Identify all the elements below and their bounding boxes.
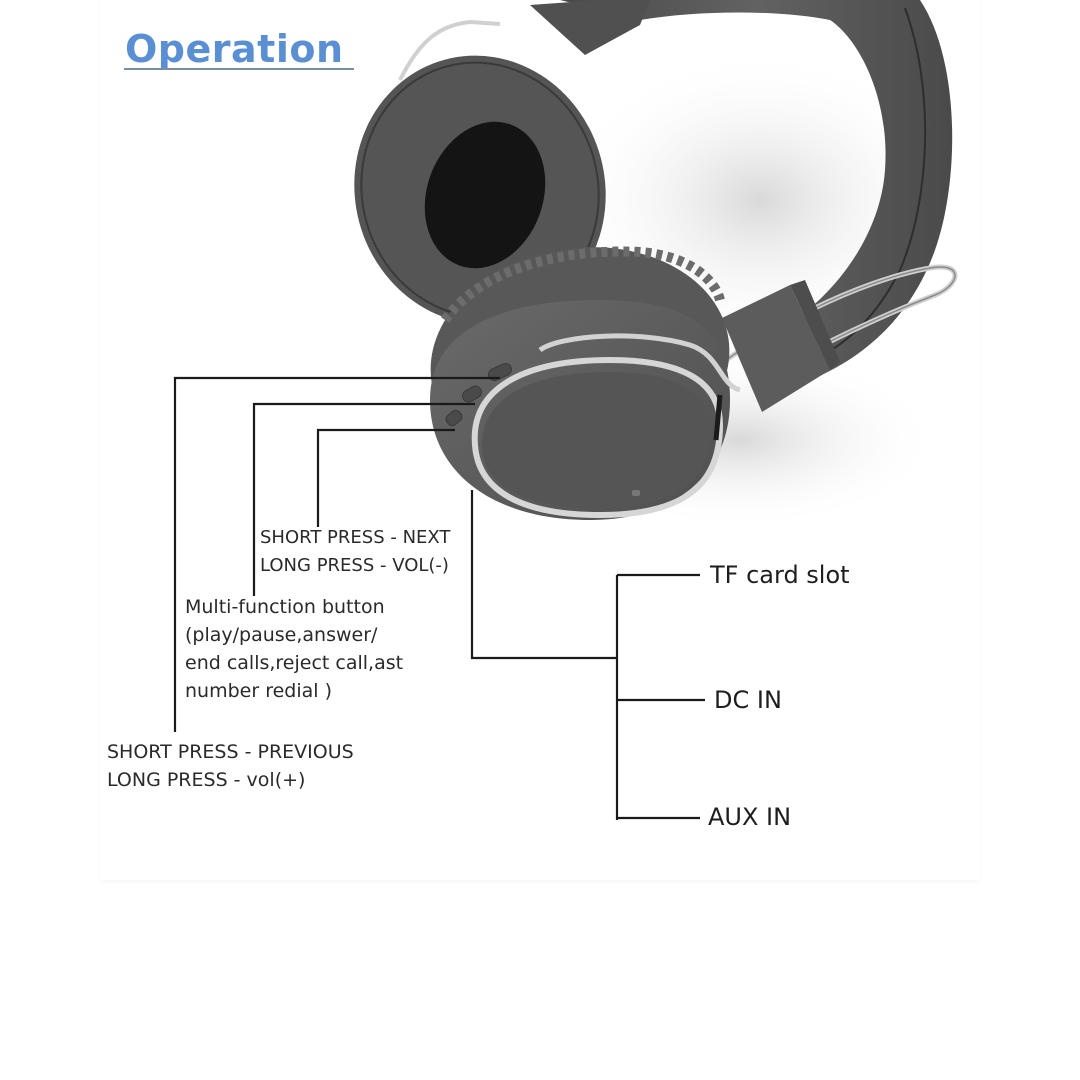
previous-callout-line — [173, 376, 500, 732]
page-title: Operation — [125, 27, 344, 71]
yoke-block — [722, 280, 840, 412]
headband — [530, 0, 953, 380]
multi-function-button-shape — [462, 385, 482, 403]
tf-card-slot-label: TF card slot — [710, 561, 850, 589]
front-ear-cup — [430, 246, 741, 520]
callout-lines — [173, 376, 705, 820]
multi-function-callout-line — [252, 402, 475, 596]
title-underline — [124, 68, 354, 70]
next-button-shape — [445, 409, 463, 427]
multi-function-button-label: Multi-function button(play/pause,answer/… — [185, 596, 404, 702]
next-callout-line — [316, 428, 455, 527]
dc-in-label: DC IN — [714, 686, 782, 714]
aux-in-label: AUX IN — [708, 803, 792, 831]
ports-callout-line — [470, 490, 617, 660]
